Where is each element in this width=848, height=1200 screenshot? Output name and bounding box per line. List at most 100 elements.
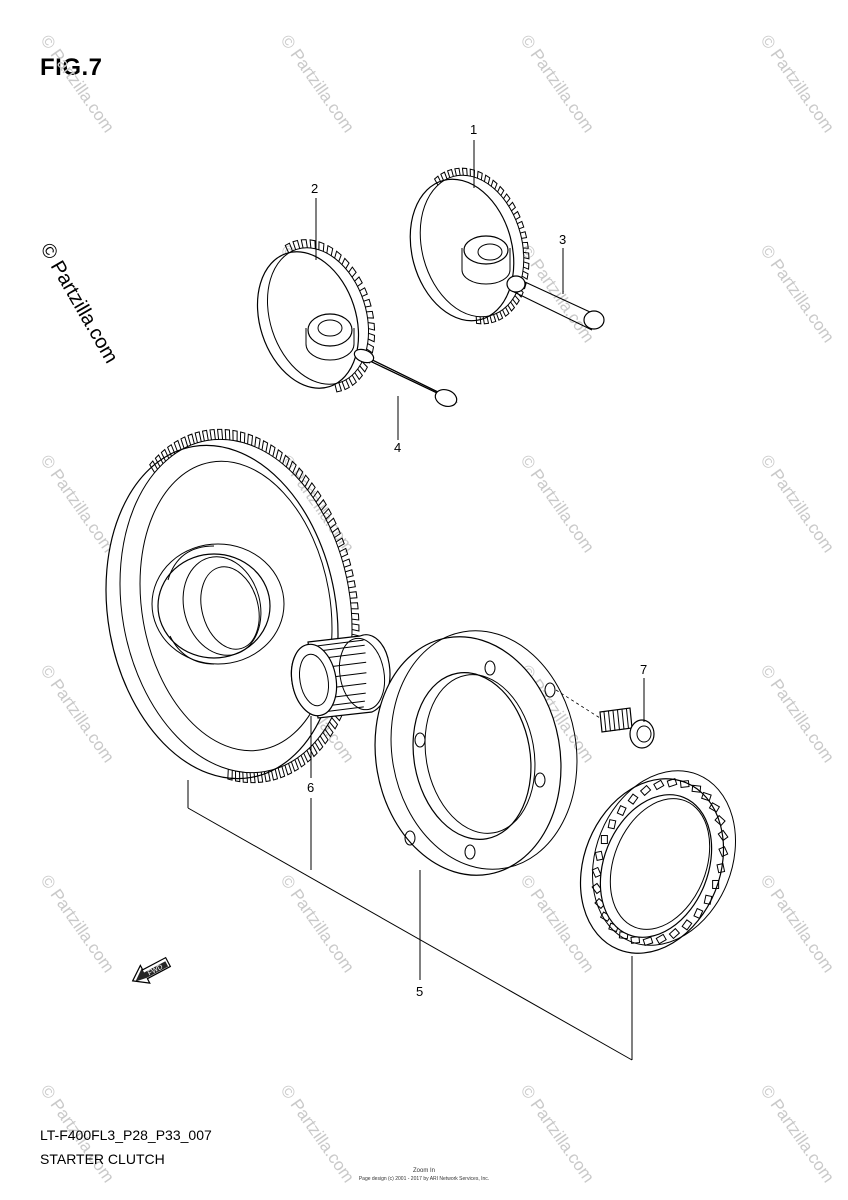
gear-tooth [284,763,293,776]
gear-tooth [522,241,529,249]
gear-tooth [173,439,182,453]
gear-tooth [263,770,271,783]
gear-tooth [521,270,529,280]
sprag-element [681,919,693,931]
gear-tooth [254,436,261,449]
gear-tooth [483,174,491,185]
gear-tooth [277,766,286,779]
sprag-elements [591,778,729,946]
sprag-element [600,835,608,845]
gear-tooth [334,250,342,262]
gear-tooth [359,361,369,373]
gear-tooth [433,175,442,186]
sprag-element [708,802,721,813]
sprag-element [591,882,603,895]
gear-tooth [256,771,264,783]
callout-1: 1 [470,122,477,137]
gear-tooth [239,431,246,443]
part-4-shaft[interactable] [353,347,460,409]
gear-tooth [284,242,293,254]
gear-tooth [508,201,517,212]
watermark: © Partzilla.com [517,31,598,136]
watermark: © Partzilla.com [277,31,358,136]
gear-tooth [323,507,332,520]
watermark: © Partzilla.com [757,451,838,556]
gear-tooth [318,241,325,252]
diagram-name: STARTER CLUTCH [40,1151,165,1167]
zoom-in-link[interactable]: Zoom In [412,1168,435,1174]
gear-tooth [345,569,354,578]
gear-tooth [495,311,504,321]
part-3-shaft[interactable] [506,275,605,331]
sprag-element [591,866,602,878]
sprag-element [717,829,729,842]
gear-tooth [249,772,256,784]
sprag-element [712,879,720,889]
gear-tooth [180,436,189,449]
part-7-bolt[interactable] [555,689,655,749]
starter-gear-teeth [149,428,360,784]
callout-5: 5 [416,984,423,999]
gear-tooth [366,343,375,354]
gear-tooth [295,467,304,480]
gear-tooth [288,460,297,474]
gear-tooth [482,316,490,325]
sprag-element [716,863,726,874]
watermark: © Partzilla.com [757,241,838,346]
sprag-element [679,780,690,788]
gear-tooth [201,429,209,442]
gear-tooth [490,179,498,190]
gear-tooth [517,220,525,230]
thread-line [603,711,607,733]
sprag-element [701,791,712,802]
watermark: © Partzilla.com [37,451,118,556]
gear-tooth [497,185,505,196]
gear-tooth [270,768,279,781]
gear-tooth [209,429,216,440]
part-6-bearing[interactable] [286,634,391,720]
sprag-element [594,850,604,861]
gear-tooth [363,298,372,308]
gear-tooth [349,591,358,599]
bolt-hole [544,682,556,698]
gear-tooth [309,239,316,249]
gear-tooth [242,772,248,784]
watermark: © Partzilla.com [757,661,838,766]
bolt-hole [414,732,426,748]
starter-driven-gear[interactable] [81,421,378,797]
gear-tooth [366,310,375,319]
gear-tooth [334,382,343,393]
gear-tooth [329,717,339,730]
sprag-element [627,793,639,805]
one-way-clutch[interactable] [555,749,761,975]
callout-7: 7 [640,662,647,677]
gear-tooth [149,460,158,473]
part-5-clutch-housing[interactable] [357,616,596,890]
gear-tooth [341,379,350,391]
gear-tooth [303,750,312,763]
gear-tooth [232,429,238,442]
watermark: © Partzilla.com [37,661,118,766]
part-1-gear[interactable] [395,164,539,333]
watermark: © Partzilla.com [757,871,838,976]
gear-tooth [503,193,511,204]
gear-tooth [512,295,520,306]
thread-line [612,710,616,731]
diagram-code: LT-F400FL3_P28_P33_007 [40,1127,212,1143]
part-2-gear[interactable] [241,235,386,402]
gear-tooth [319,731,329,745]
gear-tooth [282,454,290,468]
gear-tooth [160,448,170,462]
sprag-element [693,907,704,919]
gear-tooth [359,287,368,297]
watermark: © Partzilla.com [517,451,598,556]
gear-tooth [297,755,306,768]
gear-tooth [476,170,483,180]
gear-tooth [351,623,360,632]
figure-title: FIG.7 [40,54,103,81]
gear-tooth [309,744,318,758]
thread-line [608,711,611,732]
gear-tooth [227,769,233,781]
sprag-element [607,819,617,830]
